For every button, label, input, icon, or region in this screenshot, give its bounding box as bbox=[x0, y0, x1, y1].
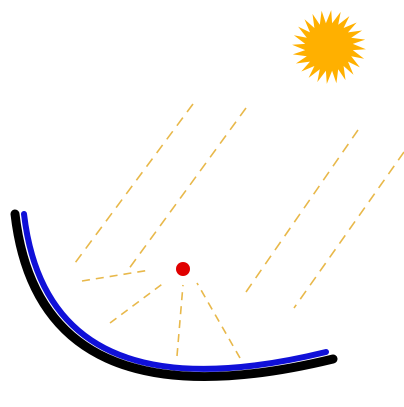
parabolic-mirror bbox=[24, 214, 326, 369]
sun-icon bbox=[292, 10, 366, 84]
sun-disc bbox=[306, 24, 352, 70]
sun-ray-4 bbox=[294, 152, 404, 308]
reflected-ray-2 bbox=[110, 282, 165, 323]
reflected-rays bbox=[82, 270, 240, 358]
reflected-ray-3 bbox=[177, 285, 183, 356]
focal-point bbox=[176, 262, 190, 276]
mirror-backing bbox=[15, 214, 333, 377]
reflected-ray-4 bbox=[197, 283, 240, 358]
sun-ray-1 bbox=[75, 104, 193, 263]
reflected-ray-1 bbox=[82, 270, 150, 281]
sun-rays bbox=[75, 104, 404, 308]
sun-ray-2 bbox=[128, 108, 246, 270]
sun-ray-3 bbox=[246, 130, 358, 292]
